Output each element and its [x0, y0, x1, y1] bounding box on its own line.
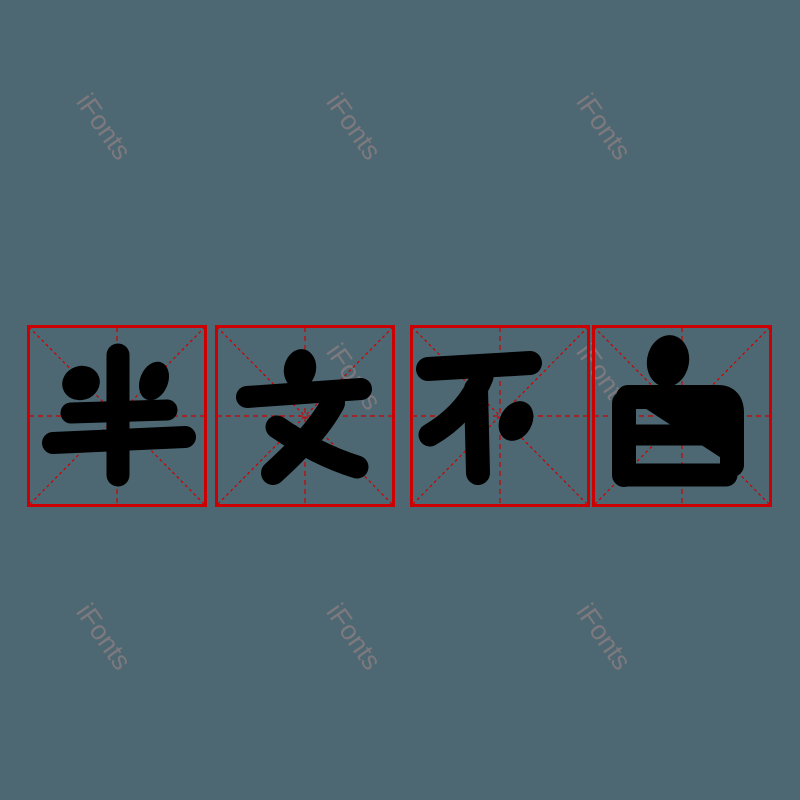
glyph-ban: 半	[42, 343, 196, 487]
character-cell-4: 白	[592, 325, 772, 507]
glyph-bai: 白	[612, 335, 744, 487]
watermark-text: iFonts	[570, 598, 638, 676]
glyph-wen: 文	[236, 349, 372, 485]
character-cell-2: 文	[215, 325, 395, 507]
glyph-bu: 不	[416, 351, 542, 485]
character-cell-1: 半	[27, 325, 207, 507]
watermark-text: iFonts	[320, 598, 388, 676]
character-cell-3: 不	[410, 325, 590, 507]
watermark-text: iFonts	[570, 88, 638, 166]
character-row: 半	[0, 325, 800, 508]
watermark-text: iFonts	[70, 598, 138, 676]
watermark-text: iFonts	[320, 88, 388, 166]
phrase-text: 半文不白	[0, 0, 1, 1]
watermark-text: iFonts	[70, 88, 138, 166]
